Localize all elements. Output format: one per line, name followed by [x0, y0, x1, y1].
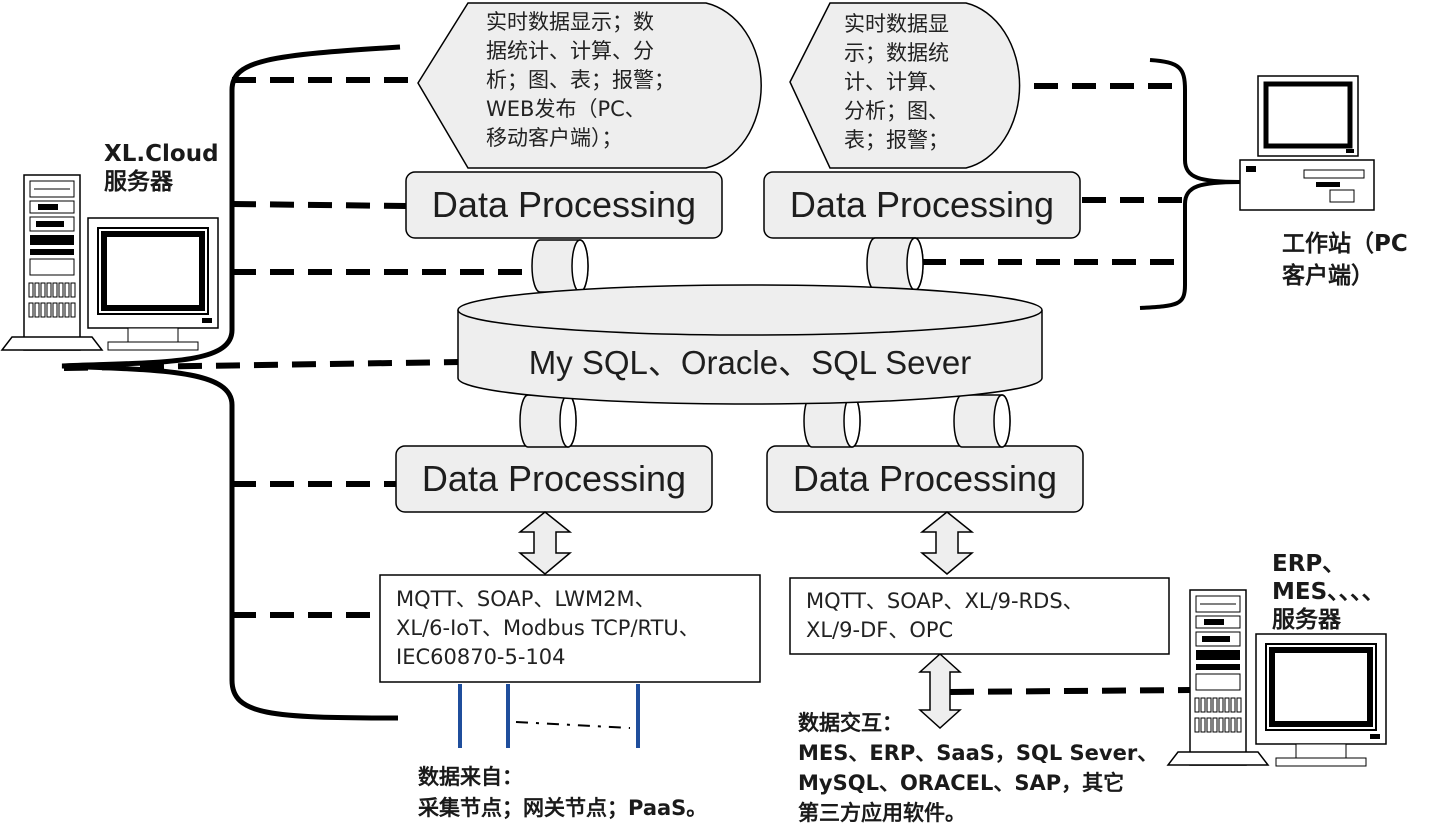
workstation-label: 工作站（PC 客户端）: [1282, 231, 1408, 289]
cylinder-connector: [519, 394, 577, 448]
processing-top-right-label: Data Processing: [789, 184, 1055, 225]
signal-lines: [458, 684, 640, 748]
processing-bottom-left-label: Data Processing: [421, 458, 687, 499]
callout-left-text: 实时数据显示；数 据统计、计算、分 析；图、表；报警； WEB发布（PC、 移动…: [486, 10, 675, 150]
data-source-label: 数据来自： 采集节点；网关节点；PaaS。: [418, 765, 708, 820]
protocol-right-text: MQTT、SOAP、XL/9-RDS、 XL/9-DF、OPC: [806, 589, 1084, 642]
dashed-links: [63, 77, 1191, 695]
xl-cloud-server-tower: [1, 174, 103, 351]
erp-server-tower: [1167, 589, 1269, 766]
cylinder-connector: [866, 237, 924, 291]
callout-left: [417, 2, 762, 169]
processing-top-left-label: Data Processing: [431, 184, 697, 225]
processing-box-top-right: [763, 171, 1081, 239]
server-bus: [61, 44, 401, 721]
cylinder-connector: [953, 394, 1011, 448]
database-cylinder: [457, 284, 1043, 405]
double-arrow-exchange: [918, 652, 962, 730]
cylinder-connector: [531, 239, 589, 293]
signal-dots: [515, 721, 631, 729]
processing-box-top-left: [405, 171, 723, 239]
workstation-brace: [1139, 58, 1241, 310]
double-arrow-right: [919, 511, 975, 575]
double-arrow-left: [517, 511, 573, 575]
database-label: My SQL、Oracle、SQL Sever: [528, 344, 972, 381]
protocol-box-left: [379, 574, 761, 683]
protocol-left-text: MQTT、SOAP、LWM2M、 XL/6-IoT、Modbus TCP/RTU…: [396, 587, 700, 669]
xl-cloud-server-monitor: [88, 218, 218, 350]
workstation-pc: [1239, 75, 1375, 211]
erp-server-label: ERP、 MES、、、、 服务器: [1272, 551, 1385, 633]
processing-box-bottom-right: [766, 445, 1084, 513]
callout-right-text: 实时数据显 示；数据统 计、计算、 分析；图、 表；报警；: [844, 12, 949, 152]
callout-right: [789, 2, 1021, 169]
xl-cloud-server-label: XL.Cloud 服务器: [104, 141, 219, 195]
erp-server-monitor: [1256, 634, 1386, 766]
data-exchange-label: 数据交互： MES、ERP、SaaS，SQL Sever、 MySQL、ORAC…: [798, 711, 1159, 825]
protocol-box-right: [789, 577, 1170, 655]
processing-bottom-right-label: Data Processing: [792, 458, 1058, 499]
